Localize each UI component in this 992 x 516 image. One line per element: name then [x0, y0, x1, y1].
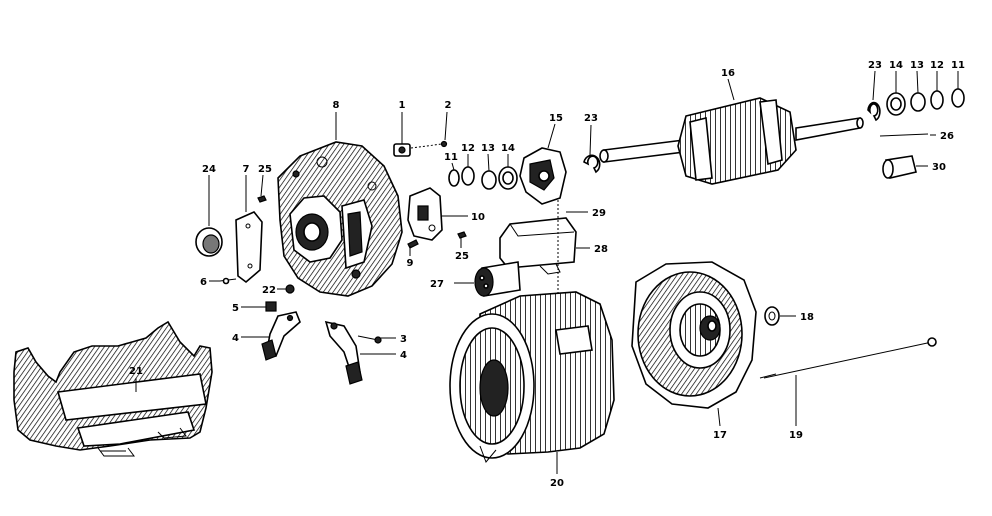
part-label-22: 22: [262, 285, 276, 296]
part-label-25b: 25: [455, 251, 469, 262]
rotor-part: [599, 97, 864, 185]
part-label-28: 28: [594, 244, 608, 255]
pin-26-part: [879, 133, 929, 137]
part-label-30: 30: [932, 162, 946, 173]
screw-6-part: [219, 277, 237, 285]
through-bolt-part: [759, 337, 937, 379]
part-label-3: 3: [400, 334, 407, 345]
nut-22-part: [285, 284, 295, 294]
bearing-14-right-part: [886, 92, 906, 116]
screw-3-part: [357, 335, 382, 344]
gasket-plate-part: [235, 211, 263, 284]
centrifugal-switch-part: [519, 147, 567, 205]
part-label-9: 9: [407, 258, 414, 269]
part-label-26: 26: [940, 131, 954, 142]
part-label-17: 17: [713, 430, 727, 441]
part-label-23b: 23: [868, 60, 882, 71]
end-cap-part: [195, 227, 223, 257]
part-label-15: 15: [549, 113, 563, 124]
small-screw-part: [440, 140, 448, 148]
rear-end-bracket-part: [631, 261, 757, 409]
washer-11-left-part: [448, 169, 460, 187]
stator-housing-part: [449, 291, 615, 463]
front-end-bracket-part: [277, 141, 403, 297]
part-label-29: 29: [592, 208, 606, 219]
washer-18-part: [764, 306, 780, 326]
part-label-2: 2: [445, 100, 452, 111]
part-label-11b: 11: [951, 60, 965, 71]
base-cradle-part: [13, 320, 213, 457]
part-label-14b: 14: [889, 60, 903, 71]
part-label-8: 8: [333, 100, 340, 111]
capacitor-part: [474, 261, 521, 297]
screw-25-upper-part: [257, 195, 267, 203]
part-label-23a: 23: [584, 113, 598, 124]
part-label-13b: 13: [910, 60, 924, 71]
brush-holder-right-part: [324, 320, 363, 385]
part-label-13a: 13: [481, 143, 495, 154]
washer-13-right-part: [910, 92, 926, 112]
part-label-19: 19: [789, 430, 803, 441]
part-label-20: 20: [550, 478, 564, 489]
part-label-4b: 4: [400, 350, 407, 361]
part-label-5: 5: [232, 303, 239, 314]
retaining-clip-23-right-part: [867, 101, 881, 122]
part-label-6: 6: [200, 277, 207, 288]
part-label-18: 18: [800, 312, 814, 323]
part-label-7: 7: [243, 164, 250, 175]
retaining-clip-23-middle-part: [583, 154, 601, 174]
part-labels: 1 2 3 4 4 5 6 7 8 9 10 11 11 12 12 13 13…: [129, 60, 965, 489]
screw-25-lower-part: [457, 231, 467, 239]
part-label-11a: 11: [444, 152, 458, 163]
washer-12-left-part: [461, 166, 475, 186]
part-label-27: 27: [430, 279, 444, 290]
bearing-14-left-part: [498, 166, 518, 190]
washer-13-left-part: [481, 170, 497, 190]
part-label-12a: 12: [461, 143, 475, 154]
brush-holder-left-part: [261, 311, 301, 361]
part-label-4a: 4: [232, 333, 239, 344]
part-label-12b: 12: [930, 60, 944, 71]
part-label-16: 16: [721, 68, 735, 79]
leader-lines: [135, 70, 959, 474]
part-label-14a: 14: [501, 143, 515, 154]
part-label-24: 24: [202, 164, 216, 175]
capacitor-cover-part: [499, 217, 577, 275]
washer-12-right-part: [930, 90, 944, 110]
part-label-1: 1: [399, 100, 406, 111]
terminal-screw-part: [393, 143, 411, 157]
sleeve-30-part: [882, 155, 917, 179]
part-label-21: 21: [129, 366, 143, 377]
washer-11-right-part: [951, 88, 965, 108]
part-label-10: 10: [471, 212, 485, 223]
nut-5-part: [265, 301, 277, 312]
switch-bracket-part: [407, 187, 443, 241]
part-label-25a: 25: [258, 164, 272, 175]
